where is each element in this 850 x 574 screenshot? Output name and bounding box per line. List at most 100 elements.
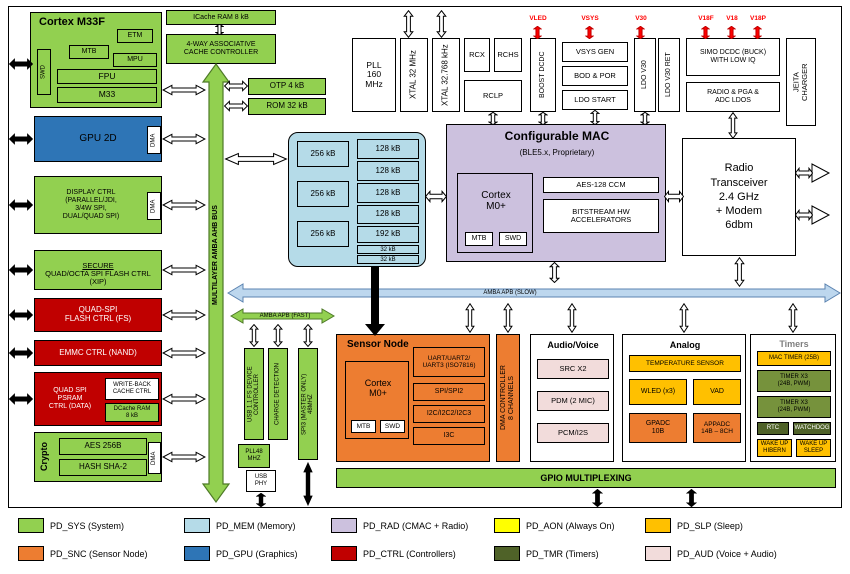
ram-bank: 32 kB [357, 245, 419, 254]
edge-arrow [9, 264, 33, 276]
legend-swatch-pd-gpu [184, 546, 210, 561]
legend-swatch-pd-mem [184, 518, 210, 533]
analog-block: Analog TEMPERATURE SENSOR WLED (x3) VAD … [622, 334, 746, 462]
src-box: SRC X2 [537, 359, 609, 379]
connector-arrow [162, 451, 206, 463]
ahb-bus [201, 62, 231, 504]
timers-title: Timers [779, 338, 809, 349]
connector-arrow [215, 24, 224, 35]
analog-title: Analog [669, 339, 701, 350]
etm-box: ETM [117, 29, 153, 43]
gpu-2d-block: GPU 2D DMA [34, 116, 162, 162]
edge-arrow [9, 58, 33, 70]
edge-arrow [9, 133, 33, 145]
otp-box: OTP 4 kB [248, 78, 326, 95]
aes-128-ccm-box: AES-128 CCM [543, 177, 659, 193]
connector-arrow [679, 303, 689, 333]
mac-cortex-m0-title: Cortex M0+ [481, 189, 511, 212]
legend-label: PD_SYS (System) [50, 521, 125, 531]
connector-arrow [249, 324, 259, 347]
connector-arrow [162, 199, 206, 211]
psram-ctrl-block: QUAD SPI PSRAM CTRL (DATA) WRITE-BACK CA… [34, 372, 162, 426]
edge-arrow [256, 493, 266, 507]
sensor-mtb-box: MTB [351, 420, 376, 433]
vsys-gen-box: VSYS GEN [562, 42, 628, 62]
connector-arrow [273, 324, 283, 347]
legend-swatch-pd-ctrl [331, 546, 357, 561]
dcache-ram-box: DCache RAM 8 kB [105, 403, 159, 422]
legend-label: PD_GPU (Graphics) [216, 549, 298, 559]
power-pin-arrow [753, 26, 762, 39]
usb-phy-box: USB PHY [246, 470, 276, 492]
timer-x3-box: TIMER X3 (24B, PWM) [757, 396, 831, 418]
vad-box: VAD [693, 379, 741, 405]
ram-bank: 192 kB [357, 226, 419, 243]
legend-swatch-pd-aon [494, 518, 520, 533]
pcm-i2s-box: PCM/I2S [537, 423, 609, 443]
mac-subtitle: (BLE5.x, Proprietary) [519, 147, 595, 157]
secure-word: SECURE [82, 260, 114, 270]
power-pin-arrow [533, 26, 542, 39]
rclp-box: RCLP [464, 80, 522, 112]
connector-arrow [728, 112, 738, 139]
connector-arrow [162, 347, 206, 359]
legend-swatch-pd-slp [645, 518, 671, 533]
apb-slow-label: AMBA APB (SLOW) [483, 289, 537, 296]
rtc-box: RTC [757, 422, 789, 435]
connector-arrow [488, 112, 498, 125]
display-ctrl-title: DISPLAY CTRL (PARALLEL/JDI, 3/4W SPI, DU… [62, 189, 120, 220]
i3c-box: I3C [413, 427, 485, 445]
connector-arrow [303, 324, 313, 347]
secure-rest: QUAD/OCTA SPI FLASH CTRL (XIP) [45, 269, 151, 287]
qspi-flash-ctrl-block: QUAD-SPI FLASH CTRL (FS) [34, 298, 162, 332]
power-pin-arrow [727, 26, 736, 39]
pdm-box: PDM (2 MIC) [537, 391, 609, 411]
connector-arrow [162, 133, 206, 145]
legend-swatch-pd-rad [331, 518, 357, 533]
connector-arrow [162, 84, 206, 96]
rchs-box: RCHS [494, 38, 522, 72]
timers-block: Timers MAC TIMER (25B) TIMER X3 (24B, PW… [750, 334, 836, 462]
connector-arrow [425, 190, 447, 203]
ram-bank: 256 kB [297, 221, 349, 247]
edge-arrow [9, 199, 33, 211]
power-pin-arrow [585, 26, 594, 39]
pin-label-v18p: V18P [750, 15, 766, 22]
i2c-box: I2C/I2C2/I2C3 [413, 405, 485, 423]
edge-arrow [303, 462, 313, 506]
pin-label-v18: V18 [726, 15, 738, 22]
edge-arrow [9, 309, 33, 321]
connector-arrow [503, 303, 513, 333]
ram-bank: 256 kB [297, 141, 349, 167]
ram-bank: 32 kB [357, 255, 419, 264]
pin-label-vsys: VSYS [581, 15, 599, 22]
watchdog-box: WATCHDOG [793, 422, 831, 435]
connector-arrow [162, 309, 206, 321]
bitstream-accelerators-box: BITSTREAM HW ACCELERATORS [543, 199, 659, 233]
connector-arrow [465, 303, 475, 333]
cortex-m33f-block: Cortex M33F ETM MTB MPU SWD FPU M33 [30, 12, 162, 108]
mtb-box: MTB [69, 45, 109, 59]
connector-arrow [403, 10, 414, 38]
writeback-cache-box: WRITE-BACK CACHE CTRL [105, 378, 159, 400]
temperature-sensor-box: TEMPERATURE SENSOR [629, 355, 741, 372]
legend-label: PD_SLP (Sleep) [677, 521, 743, 531]
sensor-swd-box: SWD [380, 420, 405, 433]
connector-arrow [734, 257, 745, 287]
antenna-icon [811, 163, 831, 183]
legend: PD_SYS (System) PD_MEM (Memory) PD_RAD (… [0, 508, 850, 574]
mac-timer-box: MAC TIMER (25B) [757, 351, 831, 366]
wakeup-hibern-box: WAKE UP HIBERN [757, 439, 792, 457]
ahb-bus-label: MULTILAYER AMBA AHB BUS [212, 205, 220, 305]
apb-fast-bus [230, 308, 335, 324]
antenna-icon [811, 205, 831, 225]
mac-mtb-box: MTB [465, 232, 493, 246]
edge-arrow [9, 393, 33, 405]
timer-x3-box: TIMER X3 (24B, PWM) [757, 370, 831, 392]
display-ctrl-block: DISPLAY CTRL (PARALLEL/JDI, 3/4W SPI, DU… [34, 176, 162, 234]
legend-swatch-pd-aud [645, 546, 671, 561]
gpu-2d-title: GPU 2D [79, 133, 117, 145]
connector-arrow [795, 167, 813, 179]
legend-label: PD_RAD (CMAC + Radio) [363, 521, 469, 531]
